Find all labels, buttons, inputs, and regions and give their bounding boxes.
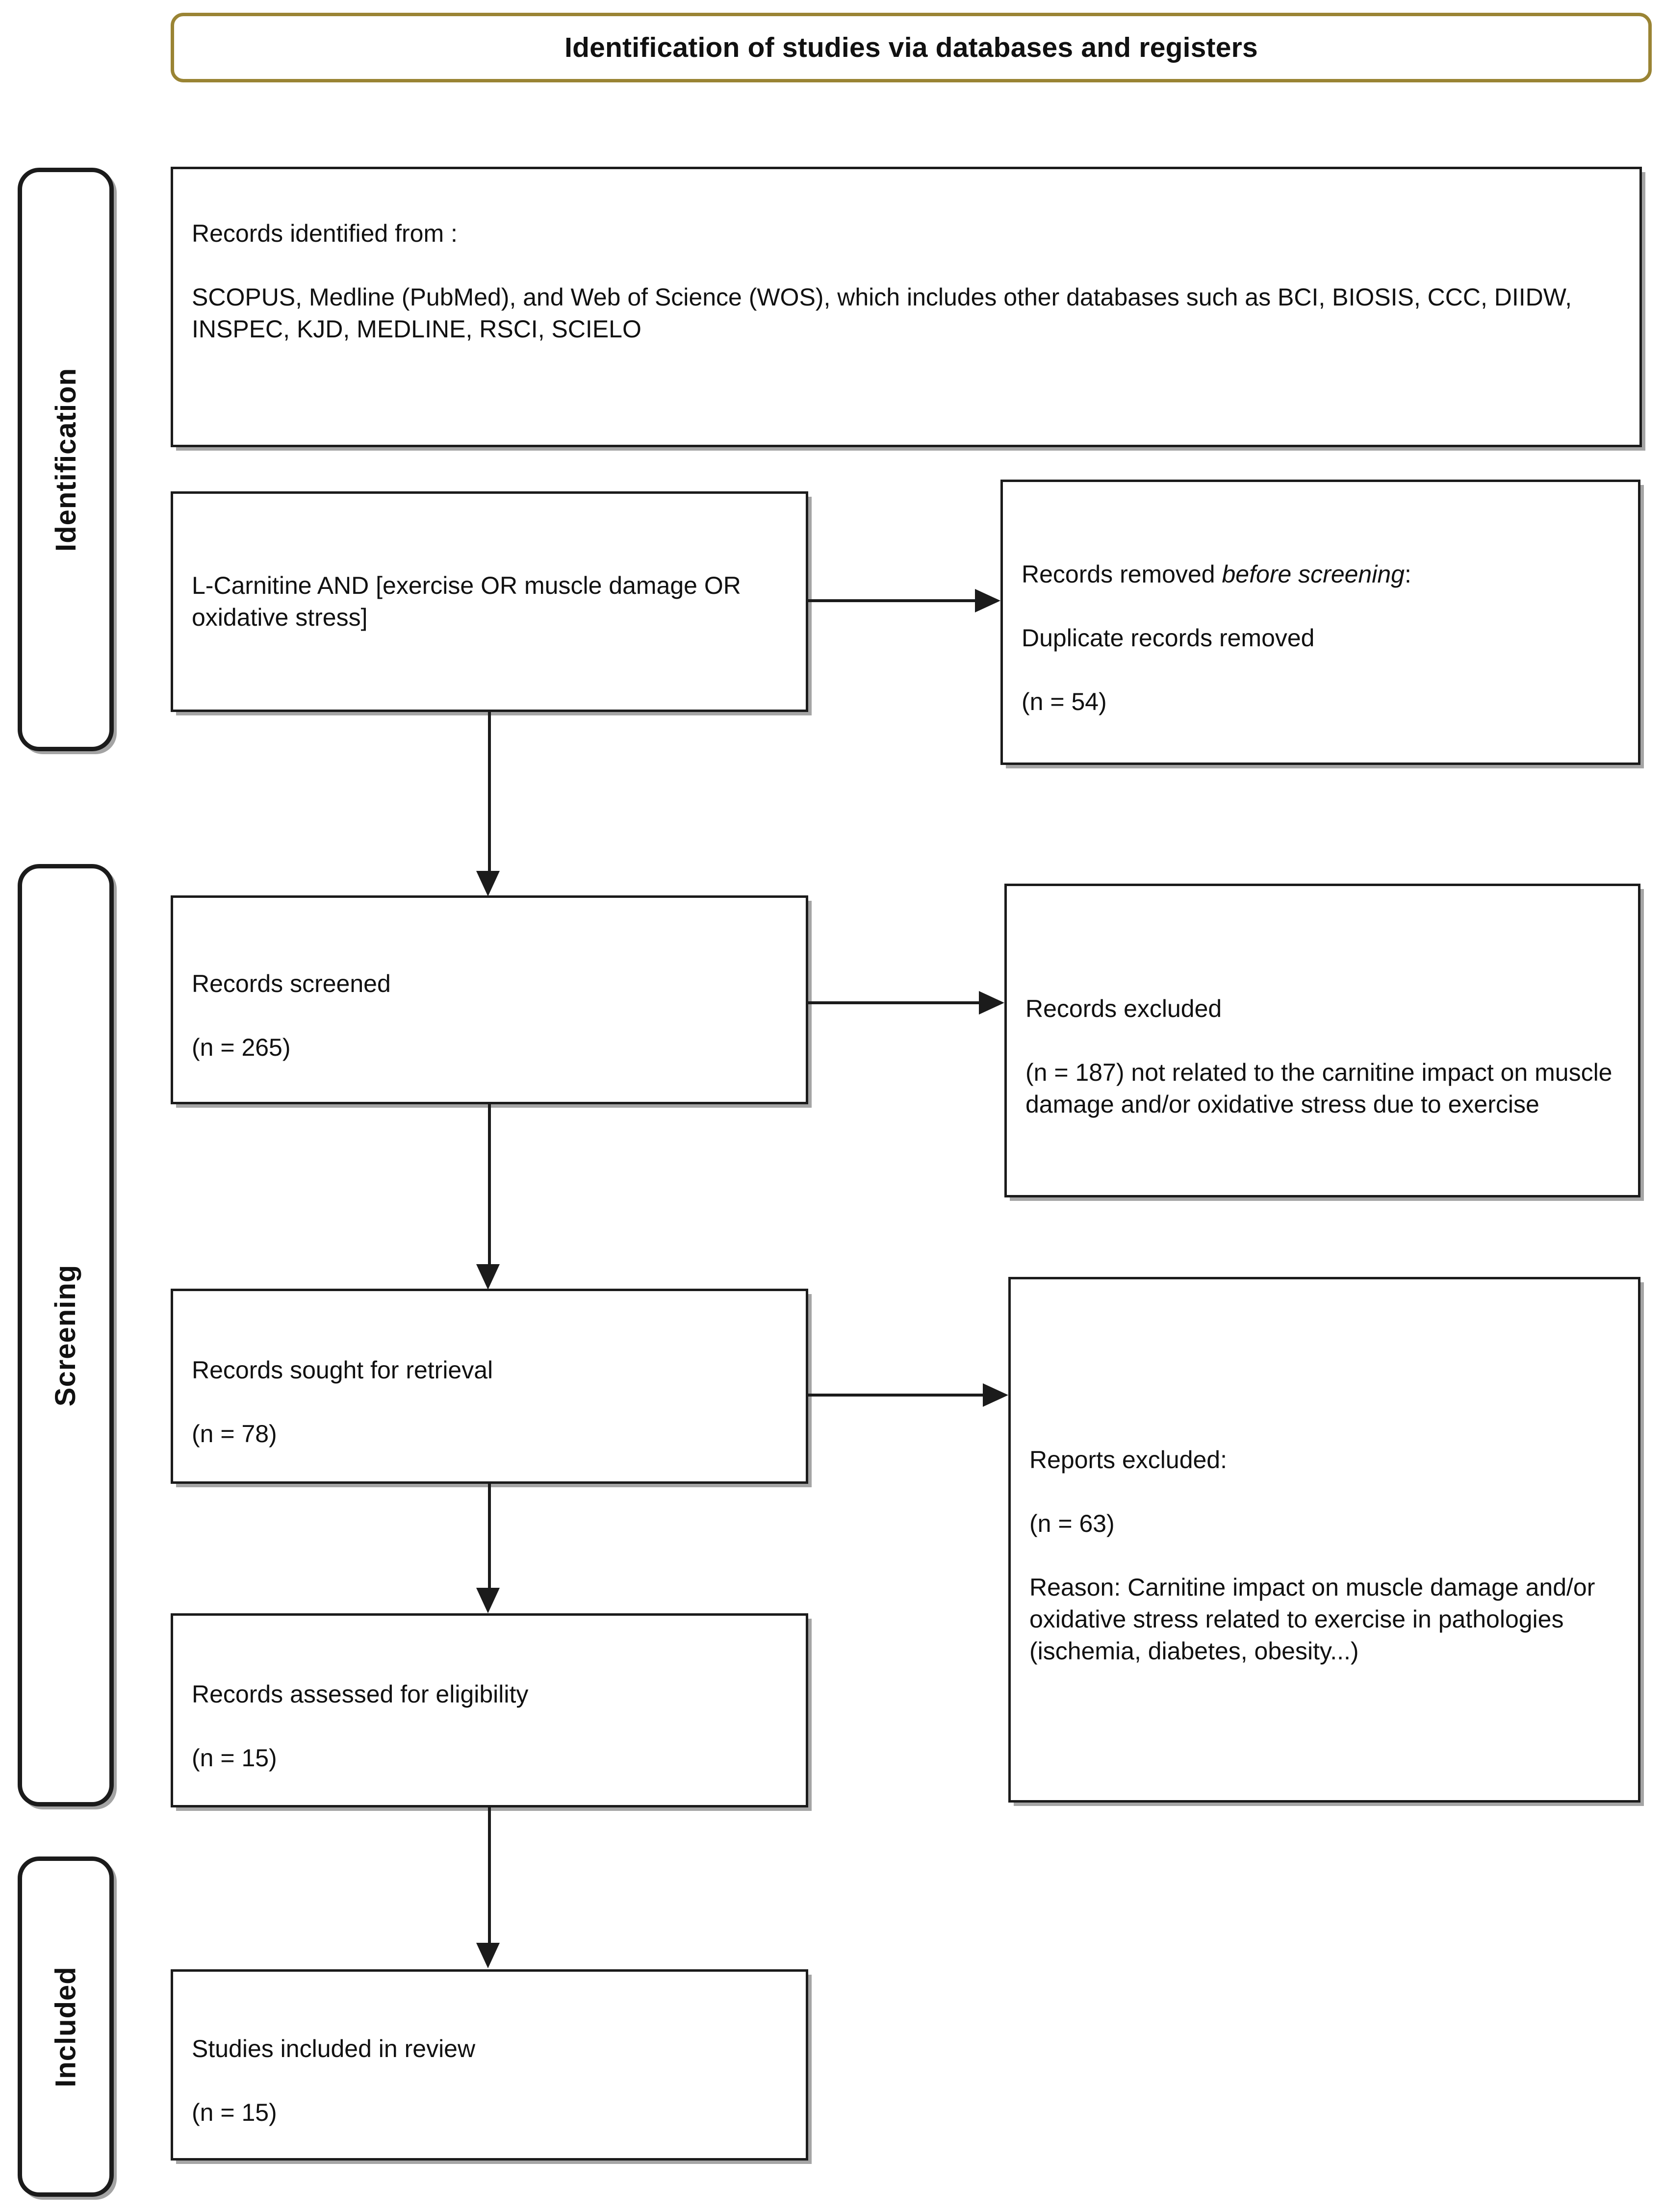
records-sought-line1: Records sought for retrieval	[192, 1356, 493, 1384]
connector-line-to-reports-excluded	[808, 1394, 985, 1397]
box-records-excluded: Records excluded (n = 187) not related t…	[1004, 884, 1640, 1197]
box-records-removed: Records removed before screening: Duplic…	[1000, 480, 1640, 765]
records-removed-line1: Records removed	[1022, 560, 1222, 588]
records-identified-line1: Records identified from :	[192, 220, 458, 247]
arrow-down-icon-to-screened	[476, 871, 500, 896]
records-removed-colon: :	[1404, 560, 1411, 588]
studies-included-line2: (n = 15)	[192, 2099, 277, 2126]
records-excluded-line1: Records excluded	[1025, 994, 1222, 1022]
connector-line-assessed-to-included	[488, 1807, 491, 1945]
reports-excluded-line2: (n = 63)	[1029, 1510, 1115, 1537]
reports-excluded-line1: Reports excluded:	[1029, 1446, 1228, 1474]
stage-pill-included: Included	[18, 1856, 114, 2197]
records-excluded-line2: (n = 187) not related to the carnitine i…	[1025, 1058, 1613, 1118]
box-reports-excluded: Reports excluded: (n = 63) Reason: Carni…	[1008, 1277, 1640, 1803]
diagram-header-banner: Identification of studies via databases …	[171, 13, 1652, 82]
box-records-removed-text: Records removed before screening: Duplic…	[1022, 527, 1411, 718]
records-assessed-line2: (n = 15)	[192, 1744, 277, 1772]
arrow-right-icon-to-records-excluded	[979, 991, 1004, 1015]
box-records-assessed-text: Records assessed for eligibility (n = 15…	[192, 1647, 528, 1774]
connector-line-screened-to-sought	[488, 1104, 491, 1266]
box-records-assessed: Records assessed for eligibility (n = 15…	[171, 1613, 808, 1807]
arrow-right-icon-to-records-removed	[975, 589, 1000, 612]
reports-excluded-line3: Reason: Carnitine impact on muscle damag…	[1029, 1574, 1595, 1665]
records-assessed-line1: Records assessed for eligibility	[192, 1680, 529, 1708]
studies-included-line1: Studies included in review	[192, 2035, 476, 2062]
stage-pill-screening: Screening	[18, 864, 114, 1806]
records-removed-line3: (n = 54)	[1022, 688, 1107, 715]
box-records-identified-text: Records identified from : SCOPUS, Medlin…	[192, 186, 1621, 345]
connector-line-search-to-screened	[488, 712, 491, 874]
stage-label-identification: Identification	[50, 367, 82, 552]
box-records-screened-text: Records screened (n = 265)	[192, 936, 391, 1064]
box-records-identified: Records identified from : SCOPUS, Medlin…	[171, 167, 1642, 447]
box-records-screened: Records screened (n = 265)	[171, 895, 808, 1104]
records-removed-italic: before screening	[1222, 560, 1405, 588]
diagram-title: Identification of studies via databases …	[564, 31, 1258, 63]
stage-label-included: Included	[50, 1966, 82, 2087]
connector-line-to-records-removed	[808, 599, 977, 602]
box-search-terms: L-Carnitine AND [exercise OR muscle dama…	[171, 491, 808, 712]
records-identified-line2: SCOPUS, Medline (PubMed), and Web of Sci…	[192, 283, 1572, 343]
records-removed-line2: Duplicate records removed	[1022, 624, 1315, 652]
arrow-down-icon-to-included	[476, 1943, 500, 1968]
records-sought-line2: (n = 78)	[192, 1420, 277, 1448]
records-screened-line2: (n = 265)	[192, 1034, 291, 1061]
box-studies-included-text: Studies included in review (n = 15)	[192, 2001, 475, 2129]
stage-pill-identification: Identification	[18, 168, 114, 751]
box-records-excluded-text: Records excluded (n = 187) not related t…	[1025, 961, 1619, 1120]
arrow-right-icon-to-reports-excluded	[983, 1383, 1008, 1407]
records-screened-line1: Records screened	[192, 970, 391, 997]
arrow-down-icon-to-assessed	[476, 1588, 500, 1613]
arrow-down-icon-to-sought	[476, 1264, 500, 1290]
box-reports-excluded-text: Reports excluded: (n = 63) Reason: Carni…	[1029, 1412, 1619, 1667]
connector-line-to-records-excluded	[808, 1001, 981, 1004]
box-studies-included: Studies included in review (n = 15)	[171, 1969, 808, 2161]
box-search-terms-text: L-Carnitine AND [exercise OR muscle dama…	[192, 572, 741, 631]
box-records-sought-text: Records sought for retrieval (n = 78)	[192, 1322, 493, 1450]
connector-line-sought-to-assessed	[488, 1484, 491, 1590]
stage-label-screening: Screening	[50, 1264, 82, 1406]
box-records-sought: Records sought for retrieval (n = 78)	[171, 1289, 808, 1484]
